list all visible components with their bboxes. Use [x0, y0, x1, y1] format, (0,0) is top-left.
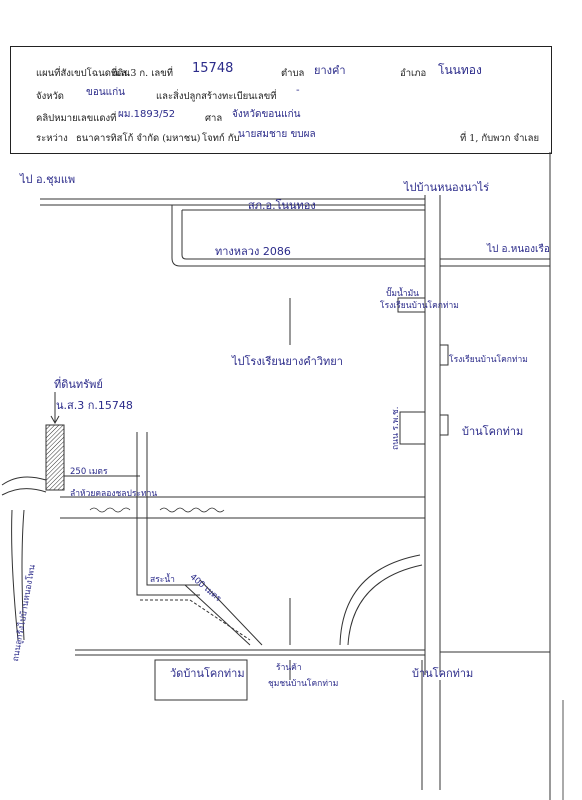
diagonal-road	[184, 579, 263, 646]
header-district-label: อำเภอ	[400, 68, 427, 79]
header-district-value: โนนทอง	[438, 63, 482, 77]
header-subdistrict-value: ยางคำ	[314, 64, 346, 77]
label-pond: สระน้ำ	[150, 575, 175, 585]
top-road	[40, 198, 425, 206]
header-defendant-name: นายสมชาย ขบผล	[238, 129, 316, 140]
temple-box	[154, 659, 248, 701]
label-to-school: ไปโรงเรียนยางคำวิทยา	[232, 355, 343, 368]
label-distance-250: 250 เมตร	[70, 467, 108, 477]
link-road	[171, 205, 425, 267]
house-box	[399, 411, 426, 445]
label-highway: ทางหลวง 2086	[215, 245, 291, 258]
curved-road	[339, 554, 423, 646]
label-gas-station: ปั๊มน้ำมัน	[386, 289, 419, 299]
header-plaintiff: ธนาคารทิสโก้ จำกัด (มหาชน)	[76, 133, 201, 144]
header-plaintiff-with-label: โจทก์ กับ	[202, 133, 240, 144]
label-plot-1: ที่ดินทรัพย์	[54, 378, 103, 391]
left-road	[1, 476, 47, 641]
header-court-value: จังหวัดขอนแก่น	[232, 109, 301, 120]
canal-lines	[60, 496, 425, 519]
header-case-value: ผม.1893/52	[118, 109, 176, 120]
header-subdistrict-label: ตำบล	[281, 68, 305, 79]
header-deed-number: 15748	[192, 61, 234, 76]
label-school-upper: โรงเรียนบ้านโคกท่าม	[380, 301, 459, 311]
label-plot-2: น.ส.3 ก.15748	[56, 399, 133, 412]
header-case-label: คลิปหมายเลขแดงที่	[36, 113, 117, 124]
header-province-value: ขอนแก่น	[86, 87, 126, 98]
vertical-road-lower	[421, 660, 441, 790]
label-shop-1: ร้านค้า	[276, 663, 302, 673]
header-ns3-label: น.ส.3 ก. เลขที่	[112, 68, 174, 79]
highway-road	[440, 258, 550, 267]
bottom-road	[75, 649, 550, 656]
label-temple: วัดบ้านโคกท่าม	[170, 667, 245, 680]
gas-station-box	[397, 297, 426, 313]
dashed-path	[140, 599, 251, 641]
header-building-label: และสิ่งปลูกสร้างทะเบียนเลขที่	[156, 91, 277, 102]
label-canal: ลำห้วยคลองชลประทาน	[70, 489, 158, 499]
header-province-label: จังหวัด	[36, 91, 64, 102]
label-to-nongnarai: ไปบ้านหนองนาไร่	[404, 181, 490, 194]
header-between-label: ระหว่าง	[36, 133, 68, 144]
header-court-label: ศาล	[205, 113, 223, 124]
label-to-chumphae: ไป อ.ชุมแพ	[20, 173, 76, 186]
canal-bridge	[136, 496, 148, 519]
label-house-right: บ้านโคกท่าม	[462, 425, 524, 438]
label-shop-2: ชุมชนบ้านโคกท่าม	[268, 679, 339, 689]
header-defendant-label: ที่ 1, กับพวก จำเลย	[460, 133, 540, 144]
header-building-value: -	[296, 85, 300, 96]
label-village-bottom: บ้านโคกท่าม	[412, 667, 474, 680]
canal-water	[89, 507, 225, 513]
plot-parcel	[45, 424, 65, 491]
label-police: สภ.อ.โนนทอง	[248, 199, 316, 212]
house-box-right	[439, 414, 449, 436]
header-deed-label: แผนที่สังเขปโฉนดที่ดิน	[36, 68, 130, 79]
school-box	[439, 344, 449, 366]
header-box	[10, 46, 552, 154]
plot-arrow-head	[50, 415, 60, 425]
vertical-road	[424, 195, 441, 675]
label-school-right: โรงเรียนบ้านโคกท่าม	[449, 355, 528, 365]
pond-lane	[136, 432, 200, 596]
label-to-nongruea: ไป อ.หนองเรือ	[487, 244, 550, 255]
label-road-vertical: ถนน ร.พ.ช.	[391, 406, 401, 450]
